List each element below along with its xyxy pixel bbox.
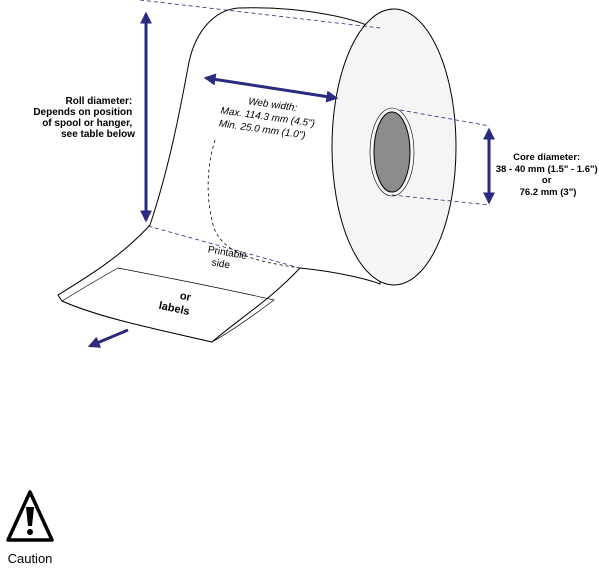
roll-diameter-label: Roll diameter: Depends on position of sp…: [33, 96, 135, 140]
web-width-arrow: [203, 73, 339, 103]
printable-side-line2: side: [211, 257, 231, 271]
core-diameter-line: 38 - 40 mm (1.5" - 1.6"): [496, 164, 598, 175]
roll-diameter-line: Roll diameter:: [66, 96, 133, 107]
label-outline: [61, 267, 275, 343]
core-diameter-line: 76.2 mm (3"): [520, 187, 577, 198]
dimension-arrows: [87, 11, 495, 348]
media-roll: [57, 7, 457, 343]
core-diameter-line: Core diameter:: [513, 152, 580, 163]
caution-block: Caution: [6, 490, 54, 566]
feed-direction-arrow: [87, 328, 129, 348]
roll-bottom-guide: [147, 225, 301, 269]
roll-core-rim: [369, 107, 415, 197]
exclamation-dot-icon: [27, 529, 33, 535]
core-bottom-guide: [391, 194, 491, 206]
roll-diameter-line: see table below: [61, 129, 135, 140]
roll-diameter-line: Depends on position: [33, 107, 132, 118]
roll-core: [373, 111, 411, 193]
exclamation-mark-icon: [26, 507, 34, 526]
printable-side-label: Printable side: [205, 244, 251, 274]
core-diameter-label: Core diameter: 38 - 40 mm (1.5" - 1.6") …: [496, 152, 599, 198]
roll-top-guide: [139, 0, 381, 29]
guide-lines: [139, 0, 491, 269]
caution-label: Caution: [8, 551, 53, 566]
media-label-line1: or: [179, 290, 193, 304]
roll-diameter-line: of spool or hanger,: [42, 118, 132, 129]
core-top-guide: [399, 109, 491, 127]
core-diameter-line: or: [542, 175, 552, 186]
roll-paper-body: [57, 7, 381, 343]
